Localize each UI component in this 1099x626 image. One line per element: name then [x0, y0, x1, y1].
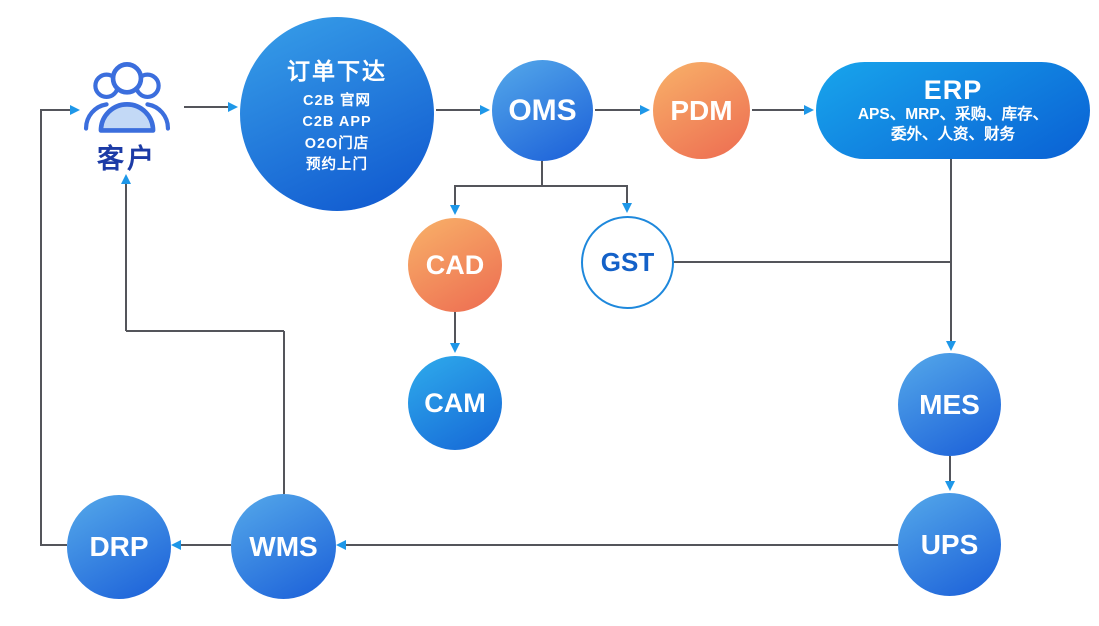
edge-order-oms-line — [436, 109, 480, 111]
node-ups: UPS — [898, 493, 1001, 596]
edge-ups-wms-line — [346, 544, 898, 546]
edge-wms-customer-horizontal — [126, 330, 284, 332]
edge-gst-mes-line — [672, 261, 951, 263]
edge-wms-drp-line — [181, 544, 231, 546]
edge-oms-cad-line — [454, 186, 456, 206]
edge-pdm-erp-line — [752, 109, 804, 111]
mes-label: MES — [919, 388, 980, 420]
wms-label: WMS — [249, 530, 318, 562]
node-cam: CAM — [408, 356, 502, 450]
order-channel: C2B 官网 — [302, 92, 372, 109]
erp-detail-line1: APS、MRP、采购、库存、 — [857, 106, 1049, 123]
order-title: 订单下达 — [287, 57, 387, 84]
edge-drp-customer-bottom — [40, 544, 67, 546]
edge-wms-customer-arrowhead — [121, 174, 131, 184]
node-wms: WMS — [231, 494, 336, 599]
edge-pdm-erp-arrowhead — [804, 105, 814, 115]
edge-drp-customer-arrowhead — [70, 105, 80, 115]
order-channel: O2O门店 — [304, 135, 370, 152]
pdm-label: PDM — [670, 94, 733, 126]
node-customer: 客户 — [64, 56, 190, 176]
edge-erp-mes-arrowhead — [946, 341, 956, 351]
node-order-placement: 订单下达 C2B 官网 C2B APP O2O门店 预约上门 — [240, 17, 434, 211]
users-icon — [83, 62, 171, 133]
edge-cad-cam-line — [454, 312, 456, 344]
edge-drp-customer-vertical — [40, 109, 42, 546]
edge-oms-gst-arrowhead — [622, 203, 632, 213]
edge-erp-mes-line — [950, 159, 952, 342]
edge-oms-gst-line — [626, 186, 628, 204]
node-oms: OMS — [492, 60, 593, 161]
edge-mes-ups-arrowhead — [945, 481, 955, 491]
edge-ups-wms-arrowhead — [336, 540, 346, 550]
edge-oms-pdm-arrowhead — [640, 105, 650, 115]
ups-label: UPS — [920, 528, 979, 560]
drp-label: DRP — [89, 531, 149, 562]
node-gst: GST — [581, 216, 674, 309]
edge-oms-cad-arrowhead — [450, 205, 460, 215]
edge-wms-drp-arrowhead — [171, 540, 181, 550]
edge-order-oms-arrowhead — [480, 105, 490, 115]
edge-customer-order-line — [184, 106, 228, 108]
node-mes: MES — [898, 353, 1001, 456]
gst-label: GST — [600, 247, 655, 277]
order-channel: 预约上门 — [306, 157, 368, 173]
node-erp: ERP APS、MRP、采购、库存、 委外、人资、财务 — [816, 62, 1090, 159]
cad-label: CAD — [425, 249, 485, 280]
edge-oms-branch-stem — [541, 161, 543, 186]
edge-cad-cam-arrowhead — [450, 343, 460, 353]
edge-wms-customer-vertical1 — [283, 331, 285, 494]
edge-oms-branch-horizontal — [454, 185, 628, 187]
node-pdm: PDM — [653, 62, 750, 159]
node-drp: DRP — [67, 495, 171, 599]
edge-oms-pdm-line — [595, 109, 640, 111]
cam-label: CAM — [424, 387, 486, 418]
oms-label: OMS — [508, 93, 577, 127]
erp-detail-line2: 委外、人资、财务 — [890, 126, 1015, 143]
edge-customer-order-arrowhead — [228, 102, 238, 112]
erp-title: ERP — [923, 75, 983, 105]
edge-wms-customer-vertical2 — [125, 184, 127, 331]
customer-label: 客户 — [97, 144, 157, 174]
edge-mes-ups-line — [949, 456, 951, 482]
edge-drp-customer-top — [41, 109, 70, 111]
node-cad: CAD — [408, 218, 502, 312]
order-channel: C2B APP — [302, 114, 372, 130]
